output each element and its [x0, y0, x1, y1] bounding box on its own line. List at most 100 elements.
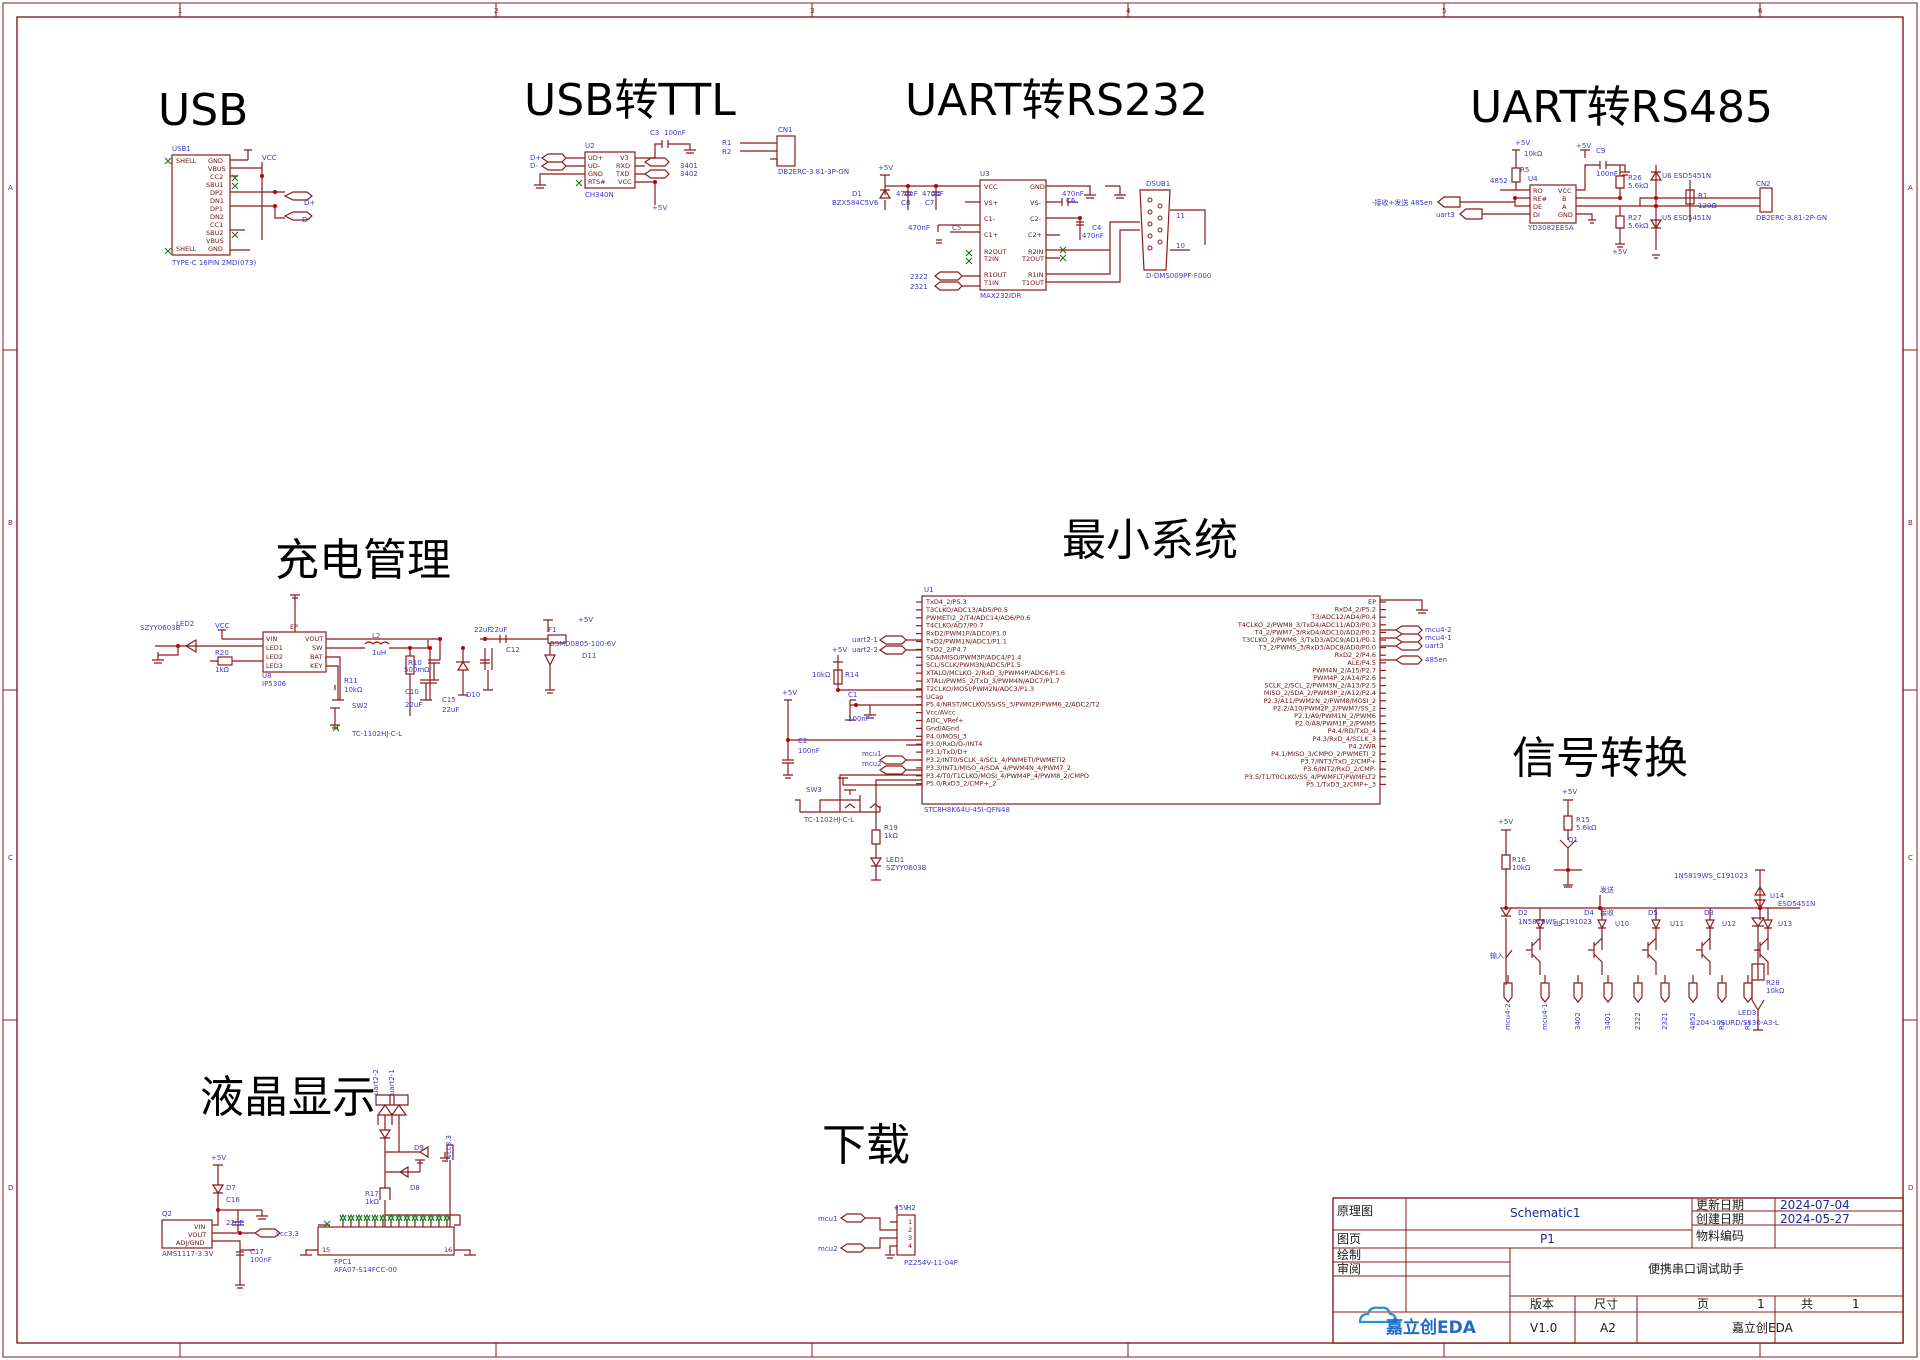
jlc-logo: 嘉立创EDA [1358, 1306, 1477, 1338]
dsub1-part: D-DMS009PF-F000 [1146, 272, 1211, 280]
usb1-pin: SHELL [176, 245, 197, 253]
u8-f1-ref: F1 [548, 626, 556, 634]
u1-c1v: 100nF [848, 715, 870, 723]
u4-pin: DE [1533, 203, 1542, 211]
u1-left-pin: P3.0/RxD/D-/INT4 [926, 740, 982, 748]
title-usb-ttl: USB转TTL [524, 75, 736, 126]
logo-text: 嘉立创EDA [1385, 1317, 1477, 1338]
signal-r15: R15 [1576, 816, 1590, 824]
ruler-D-right: D [1908, 1184, 1913, 1192]
u8-body [262, 631, 327, 673]
cn1-n1: R1 [722, 139, 731, 147]
u1-right-pin: P3.7/INT3/TxD_2/CMP+ [1301, 758, 1376, 766]
u8-r20 [217, 656, 233, 666]
u3-cap: 470nF [922, 190, 944, 198]
fpc-net-2: uart2-1 [388, 1069, 396, 1095]
u3-pin: T1OUT [1021, 279, 1044, 287]
tb-label-update: 更新日期 [1696, 1197, 1744, 1212]
u4-r5: R5 [1520, 166, 1529, 174]
signal-pwr2: +5V [1498, 818, 1513, 826]
usb1-block: USB1 TYPE-C 16PIN 2MD(073) SHELL GND VBU… [164, 145, 315, 267]
signal-net: mcu4-2 [1504, 1003, 1512, 1030]
title-uart-rs485: UART转RS485 [1470, 82, 1773, 133]
u1-left-pin: TxD2_2/P4.7 [925, 645, 967, 653]
q2-c16v: 22uF [226, 1219, 243, 1227]
u2-pin: RTS# [588, 178, 606, 186]
u1-left-pin: T4CLKO/AD7/P0.7 [925, 622, 984, 630]
dsub1-ref: DSUB1 [1146, 180, 1170, 188]
u4-pin: VCC [1558, 187, 1572, 195]
fpc-pin-mark [387, 1213, 395, 1223]
u4-pin: GND [1558, 211, 1573, 219]
signal-d5: D5 [1648, 909, 1658, 917]
signal-net: 3402 [1574, 1012, 1582, 1030]
u1-net-left: uart2-1 [852, 636, 878, 644]
u3-pin: T1IN [983, 279, 999, 287]
q2-body [161, 1219, 213, 1249]
usb1-pin: GND [208, 157, 223, 165]
u3-cap: 470nF [1082, 232, 1104, 240]
u4-ref: U4 [1528, 175, 1538, 183]
u4-c9v: 100nF [1596, 170, 1618, 178]
tb-label-pg: 页 [1697, 1297, 1709, 1311]
u3-body [979, 179, 1047, 291]
u4-cn2: CN2 [1756, 180, 1771, 188]
u3-pin: C1- [984, 215, 996, 223]
u4-net-4852: 4852 [1490, 177, 1508, 185]
u1-left-pin: P4.0/MOSI_3 [926, 732, 967, 740]
u3-net-2322: 2322 [910, 273, 928, 281]
u1-sw3p: TC-1102HJ-C-L [803, 816, 854, 824]
tb-company: 嘉立创EDA [1732, 1320, 1794, 1335]
u8-pin: LED2 [266, 653, 283, 661]
u3-cap: C7 [925, 199, 934, 207]
u4-pwr2: +5V [1576, 142, 1591, 150]
u1-left-pin: P3.2/INT0/SCLK_4/SCL_4/PWMETI/PWMETI2 [926, 756, 1066, 764]
fpc-pin-mark [395, 1213, 403, 1223]
u3-d1p: BZX584C5V6 [832, 199, 879, 207]
u2-pin: RXD [616, 162, 630, 170]
u2-net-dp: D+ [530, 154, 541, 162]
signal-net: mcu4-1 [1541, 1003, 1549, 1030]
usb1-pin: DP1 [210, 205, 223, 213]
u1-left-pin: P3.4/T0/T1CLKO/MOSI_4/PWM4P_4/PWM8_2/CMP… [926, 772, 1089, 780]
fpc-pin-mark [443, 1213, 451, 1223]
u1-left-pin: ADC_VRef+ [926, 717, 964, 725]
ruler-5: 5 [1442, 7, 1446, 15]
u4-r1v: 120Ω [1698, 202, 1717, 210]
signal-q1: Q1 [1568, 836, 1578, 844]
u1-c2v: 100nF [798, 747, 820, 755]
tb-total: 1 [1852, 1297, 1860, 1311]
u1-left-pin: P3.1/TxD/D+ [926, 748, 968, 756]
usb1-pin: CC2 [210, 173, 223, 181]
inner-frame [16, 16, 1904, 1344]
u3-block: U3 MAX232IDR VCC VS+ C1- C1+ R2OUT T2IN … [832, 164, 1140, 300]
title-block: 原理图 Schematic1 图页 P1 绘制 审阅 更新日期 2024-07-… [1332, 1197, 1904, 1344]
u1-left-pin: XTALI/PWM5_2/TxD_3/PWM4N/ADC7/P1.7 [926, 677, 1060, 685]
u1-ref: U1 [924, 586, 934, 594]
u3-pin: C1+ [984, 231, 998, 239]
u3-pwr: +5V [878, 164, 893, 172]
u1-left-pin: T3CLKO/ADC13/AD5/P0.5 [925, 606, 1008, 614]
u8-vcc: VCC [215, 622, 230, 630]
fpc1-pins [339, 1213, 451, 1227]
u1-net-right: 485en [1425, 656, 1447, 664]
u1-right-pin: P4.3/RxD_4/SCLK_3 [1313, 735, 1376, 743]
signal-r16v: 10kΩ [1512, 864, 1531, 872]
u3-pin: GND [1030, 183, 1045, 191]
title-uart-rs232: UART转RS232 [905, 75, 1208, 126]
signal-net: R1 [1744, 1021, 1752, 1030]
dsub1-block: DSUB1 D-DMS009PF-F000 11 10 [1139, 180, 1211, 280]
title-block-frame [1332, 1197, 1904, 1344]
u1-r19: R19 [884, 824, 898, 832]
signal-u14: U14 [1770, 892, 1785, 900]
usb1-pin: DN2 [210, 213, 224, 221]
u1-net-left: mcu2 [862, 760, 882, 768]
title-lcd: 液晶显示 [200, 1072, 376, 1123]
ruler-B: B [8, 519, 13, 527]
npn-transistor [1696, 908, 1715, 975]
u8-r10-val: 500mΩ [404, 666, 430, 674]
ruler-ticks [3, 3, 1917, 1357]
u3-net-2321: 2321 [910, 283, 928, 291]
